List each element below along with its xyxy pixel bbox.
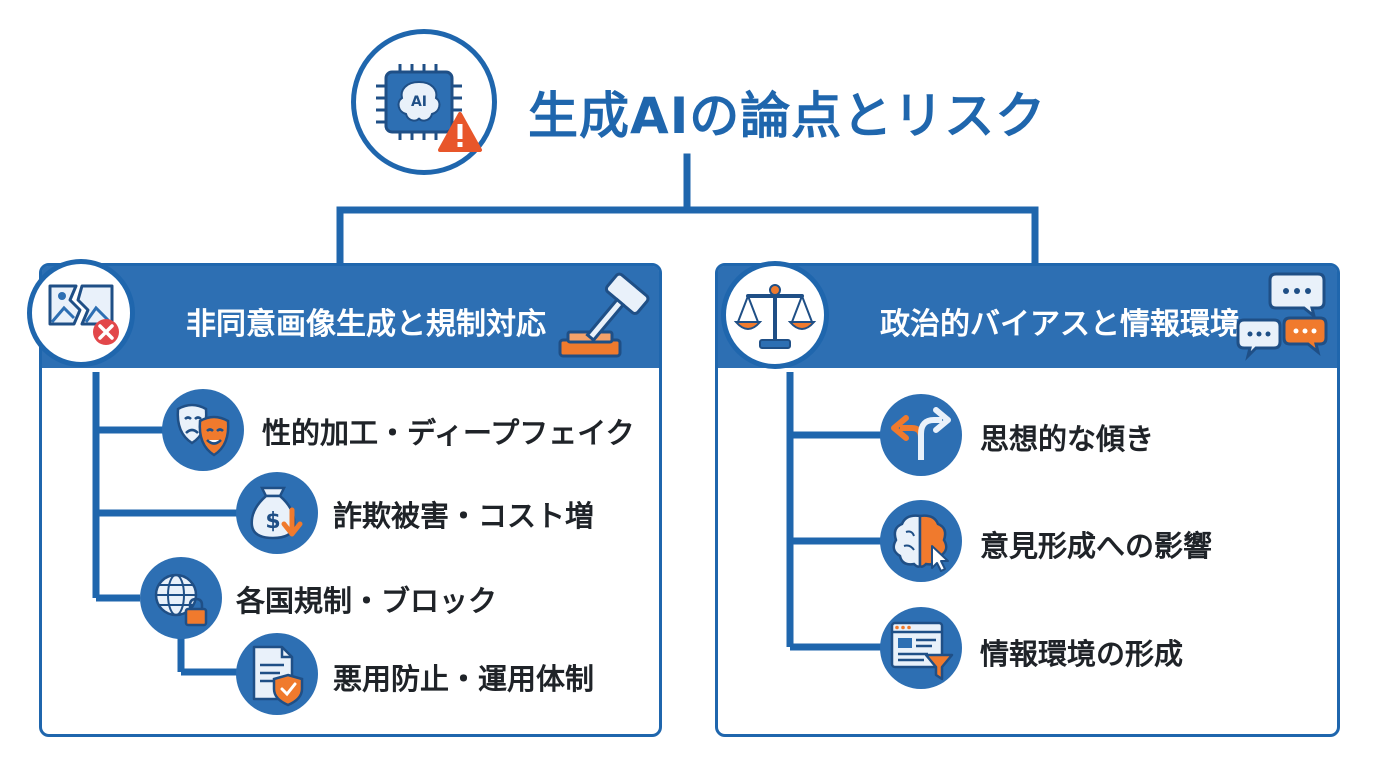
- item-circle-information-environment: [880, 607, 962, 689]
- item-circle-opinion-influence: [880, 500, 962, 582]
- right-header-icon-circle: [721, 261, 829, 369]
- left-header-icon-circle: [27, 259, 135, 367]
- panel-header: 非同意画像生成と規制対応: [42, 266, 659, 368]
- item-label: 情報環境の形成: [980, 637, 1184, 671]
- gavel-icon: [558, 272, 650, 358]
- broken-image-error-icon: [48, 284, 119, 345]
- item-label: 意見形成への影響: [980, 529, 1213, 563]
- item-label: 詐欺被害・コスト増: [333, 499, 595, 533]
- svg-text:$: $: [265, 509, 280, 534]
- item-label: 悪用防止・運用体制: [333, 662, 595, 696]
- panel-political-bias: 政治的バイアスと情報環境: [715, 263, 1340, 737]
- split-arrows-icon: [891, 407, 951, 460]
- ai-chip-brain-icon: AI: [376, 64, 482, 152]
- item-circle-fraud: $: [236, 472, 318, 554]
- panel-title: 非同意画像生成と規制対応: [186, 307, 546, 342]
- main-topic-icon-circle: AI: [351, 29, 497, 175]
- item-label: 思想的な傾き: [980, 422, 1155, 456]
- panel-nonconsensual-images: 非同意画像生成と規制対応: [39, 263, 662, 737]
- item-circle-regulation: [140, 557, 222, 639]
- item-circle-misuse-prevention: [236, 633, 318, 715]
- speech-bubbles-icon: [1236, 272, 1328, 361]
- item-circle-deepfake: [162, 389, 244, 471]
- theater-masks-icon: [176, 403, 230, 457]
- browser-filter-icon: [890, 621, 954, 681]
- brain-cursor-icon: [892, 514, 949, 572]
- document-shield-icon: [252, 645, 304, 707]
- panel-header: 政治的バイアスと情報環境: [718, 266, 1337, 368]
- item-label: 各国規制・ブロック: [236, 584, 498, 618]
- page-title: 生成AIの論点とリスク: [528, 87, 1047, 145]
- globe-lock-icon: [154, 573, 208, 627]
- item-circle-ideological-bias: [880, 394, 962, 476]
- panel-title: 政治的バイアスと情報環境: [880, 307, 1240, 342]
- money-bag-down-icon: $: [250, 486, 303, 540]
- item-label: 性的加工・ディープフェイク: [262, 416, 635, 450]
- scales-icon: [733, 284, 817, 349]
- svg-text:AI: AI: [411, 94, 427, 110]
